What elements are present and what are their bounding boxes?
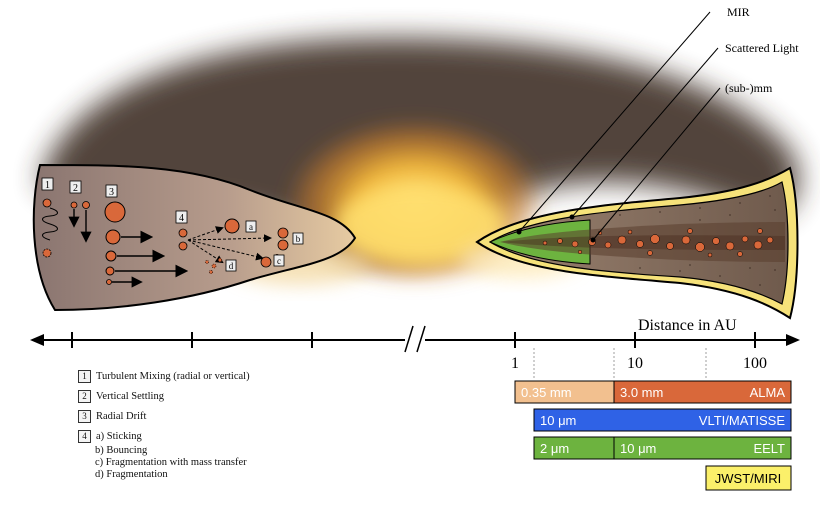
process-label-1: 1 xyxy=(41,177,54,191)
legend-number: 3 xyxy=(78,410,91,423)
matisse-name: VLTI/MATISSE xyxy=(699,413,786,428)
axis-title: Distance in AU xyxy=(638,317,737,334)
svg-text:c: c xyxy=(277,256,281,266)
legend-text: Vertical Settling xyxy=(96,391,164,402)
eelt-name: EELT xyxy=(753,441,785,456)
svg-text:3: 3 xyxy=(109,187,114,198)
turbulent-mixing-sketch xyxy=(42,198,58,258)
tick-label-10: 10 xyxy=(627,355,643,372)
legend-text: Turbulent Mixing (radial or vertical) xyxy=(96,371,250,382)
svg-text:a: a xyxy=(249,222,253,232)
miri-name: JWST/MIRI xyxy=(715,471,781,486)
vertical-settling-sketch xyxy=(68,201,92,243)
legend-item-3: 3 Radial Drift xyxy=(78,408,338,425)
legend-number: 1 xyxy=(78,370,91,383)
label-pointers xyxy=(516,11,721,243)
alma-bar: 0.35 mm 3.0 mm ALMA xyxy=(514,380,792,404)
alma-band-short: 0.35 mm xyxy=(521,385,572,400)
process-label-d: d xyxy=(225,259,237,272)
eelt-band-long: 10 μm xyxy=(620,441,656,456)
legend-item-1: 1 Turbulent Mixing (radial or vertical) xyxy=(78,368,338,385)
disk-cross-section xyxy=(475,166,799,320)
scattered-light-label: Scattered Light xyxy=(725,41,799,55)
process-label-b: b xyxy=(292,232,304,245)
submm-label: (sub-)mm xyxy=(725,81,773,95)
process-label-4: 4 xyxy=(175,210,188,224)
alma-name: ALMA xyxy=(750,385,786,400)
tick-label-100: 100 xyxy=(743,355,767,372)
collision-sketch xyxy=(178,218,289,274)
svg-text:2: 2 xyxy=(73,183,78,194)
legend-subitem-c: c) Fragmentation with mass transfer xyxy=(95,457,247,468)
legend-number: 4 xyxy=(78,430,91,443)
legend-subitem-b: b) Bouncing xyxy=(95,445,148,456)
process-label-3: 3 xyxy=(105,184,118,198)
matisse-band: 10 μm xyxy=(540,413,576,428)
legend-item-2: 2 Vertical Settling xyxy=(78,388,338,405)
mir-label: MIR xyxy=(727,5,750,19)
legend-subitem-d: d) Fragmentation xyxy=(95,469,168,480)
svg-text:d: d xyxy=(229,261,234,271)
alma-band-long: 3.0 mm xyxy=(620,385,663,400)
tick-label-1: 1 xyxy=(511,355,519,372)
legend-item-4: 4 a) Sticking xyxy=(78,428,338,445)
jwst-miri-bar: JWST/MIRI xyxy=(705,465,792,491)
legend-number: 2 xyxy=(78,390,91,403)
legend-text: a) Sticking xyxy=(96,431,142,442)
svg-text:b: b xyxy=(296,234,301,244)
process-label-c: c xyxy=(273,254,285,267)
vlti-matisse-bar: 10 μm VLTI/MATISSE xyxy=(533,408,792,432)
process-label-2: 2 xyxy=(69,180,82,194)
eelt-band-short: 2 μm xyxy=(540,441,569,456)
svg-text:4: 4 xyxy=(179,213,184,224)
distance-axis: 1 10 100 Distance in AU xyxy=(30,317,800,378)
legend-text: Radial Drift xyxy=(96,411,147,422)
process-label-a: a xyxy=(245,220,257,233)
dust-grains xyxy=(542,228,774,258)
radial-drift-sketch xyxy=(104,201,189,288)
svg-text:1: 1 xyxy=(45,180,50,191)
eelt-bar: 2 μm 10 μm EELT xyxy=(533,436,792,460)
dust-processes-panel: 1 2 3 4 a b c d xyxy=(32,163,357,312)
process-legend: 1 Turbulent Mixing (radial or vertical) … xyxy=(78,368,338,481)
small-dust-dots xyxy=(619,195,776,286)
